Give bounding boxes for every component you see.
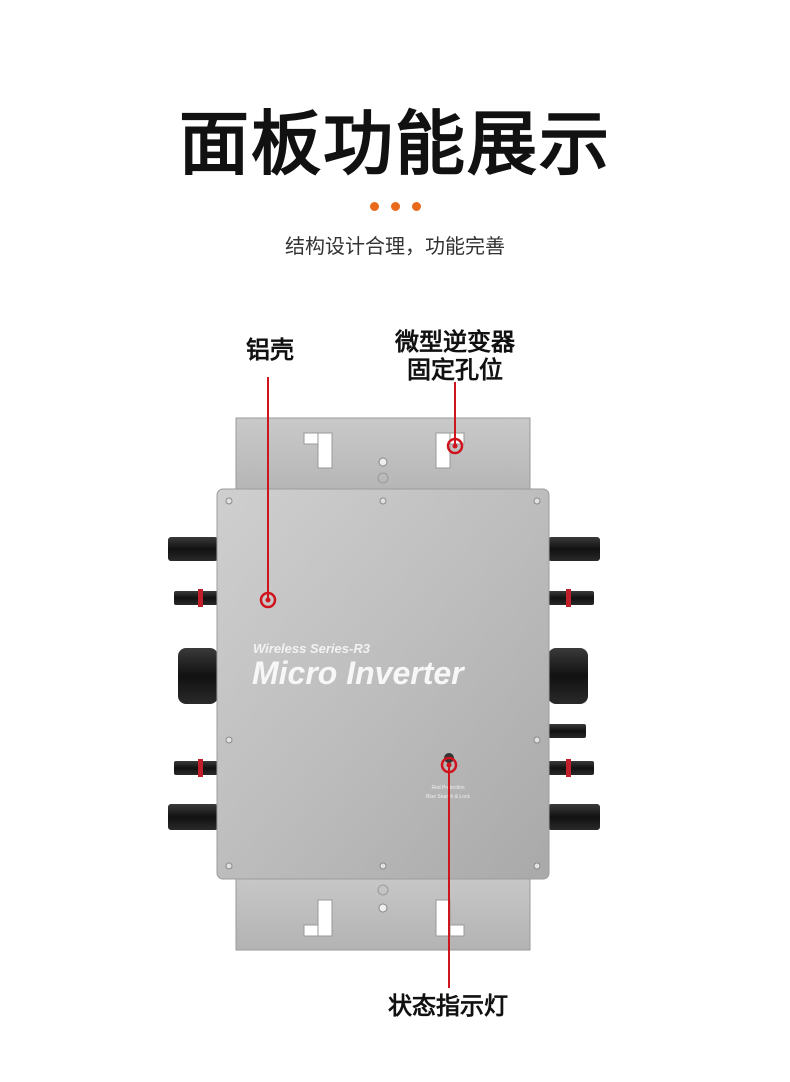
dot — [411, 202, 421, 211]
decorative-dots — [0, 196, 790, 211]
callout-mount-holes: 微型逆变器 固定孔位 — [370, 328, 540, 384]
left-connectors — [168, 537, 218, 830]
callout-status-light: 状态指示灯 — [388, 992, 508, 1020]
callout-mount-leader — [446, 382, 464, 455]
callout-indicator-leader — [440, 756, 458, 988]
page-subtitle: 结构设计合理，功能完善 — [285, 234, 505, 258]
top-mounting-plate — [235, 417, 531, 501]
marker-ring — [440, 756, 458, 774]
product-name: Micro Inverter — [252, 655, 465, 691]
dot — [390, 202, 400, 211]
aluminum-housing — [216, 488, 550, 880]
marker-ring — [259, 591, 277, 609]
marker-ring — [446, 437, 464, 455]
callout-shell-leader — [259, 377, 277, 609]
page-title: 面板功能展示 — [179, 103, 611, 185]
series-label: Wireless Series-R3 — [253, 641, 371, 656]
dot — [369, 202, 379, 211]
callout-mount-line2: 固定孔位 — [407, 356, 503, 384]
callout-shell: 铝壳 — [246, 336, 294, 364]
callout-mount-line1: 微型逆变器 — [395, 328, 515, 356]
right-connectors — [548, 537, 600, 830]
bottom-mounting-plate — [235, 871, 531, 951]
